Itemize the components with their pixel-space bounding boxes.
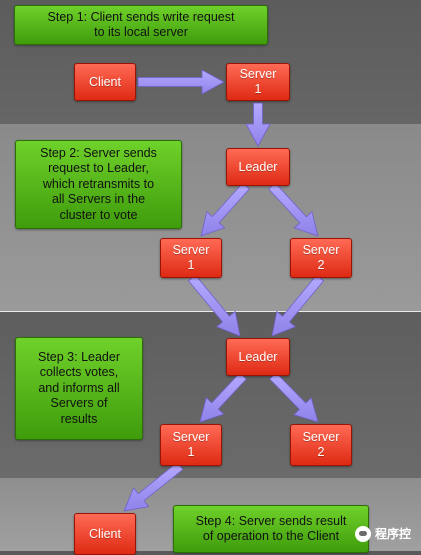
arrow-leader-to-server1-low	[199, 372, 247, 423]
arrow-client-to-server1	[137, 69, 225, 95]
step3-note: Step 3: Leader collects votes, and infor…	[15, 337, 143, 440]
arrow-leader-to-server2	[268, 182, 319, 237]
watermark-text: 程序控	[374, 527, 411, 541]
chat-bubble-icon	[354, 525, 371, 542]
step2-note: Step 2: Server sends request to Leader, …	[15, 140, 182, 229]
server1-node-mid: Server 1	[160, 238, 222, 278]
arrow-server1-to-leader	[245, 102, 271, 147]
client-node-top: Client	[74, 63, 136, 101]
step1-note: Step 1: Client sends write request to it…	[14, 5, 268, 45]
arrow-leader-to-server2-low	[269, 372, 319, 423]
watermark: 程序控	[354, 525, 411, 542]
arrow-server1-to-client	[123, 461, 184, 512]
server1-node-top: Server 1	[226, 63, 290, 101]
client-node-bottom: Client	[74, 513, 136, 555]
server1-node-low: Server 1	[160, 424, 222, 466]
leader-node-low: Leader	[226, 338, 290, 376]
leader-node-mid: Leader	[226, 148, 290, 186]
step4-note: Step 4: Server sends result of operation…	[173, 505, 369, 553]
arrow-server2-to-leader-low	[271, 274, 325, 337]
arrow-server1-to-leader-low	[187, 274, 241, 337]
arrow-leader-to-server1	[200, 182, 250, 237]
server2-node-mid: Server 2	[290, 238, 352, 278]
server2-node-low: Server 2	[290, 424, 352, 466]
